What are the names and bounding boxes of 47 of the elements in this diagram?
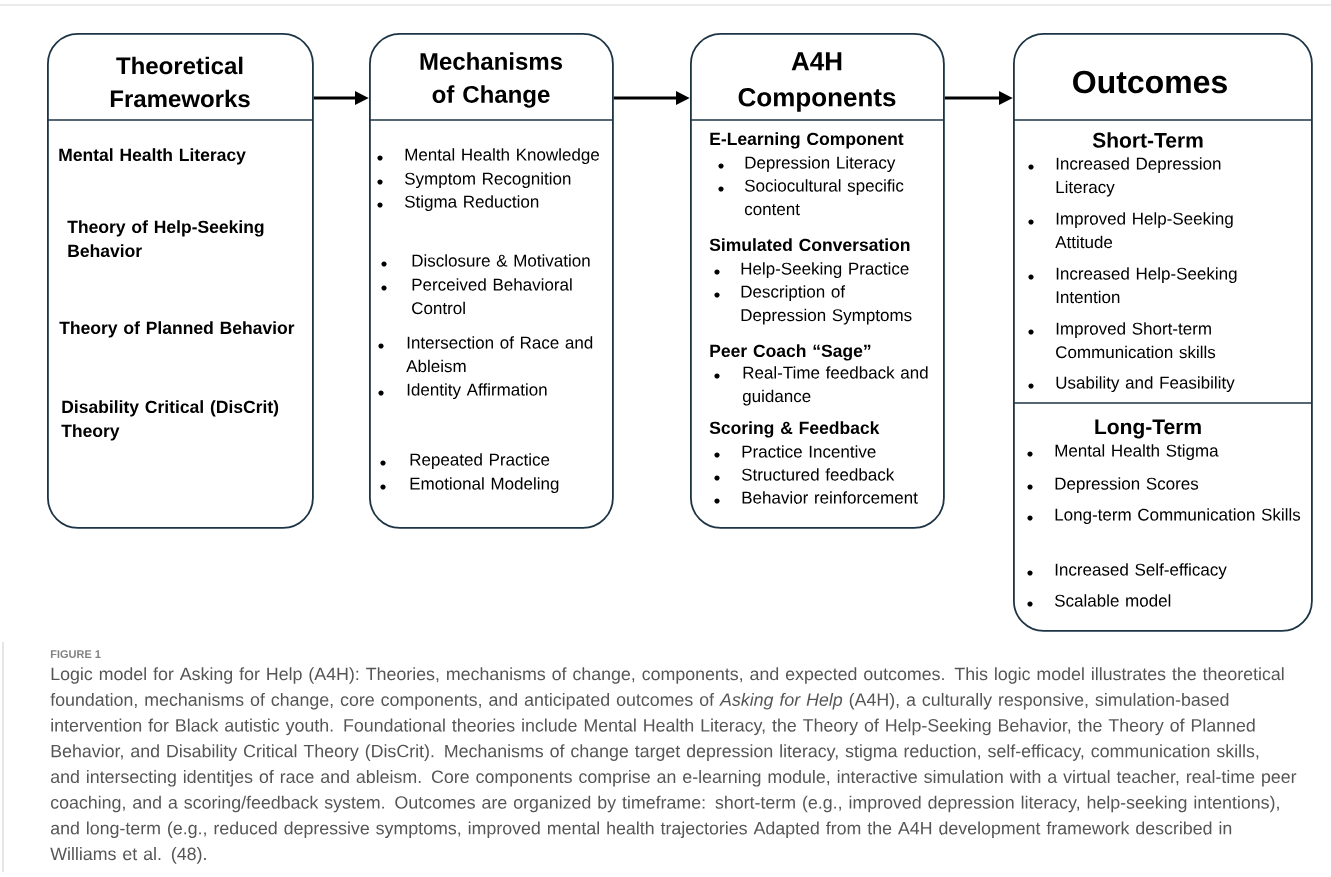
bullet-item: Behavior reinforcement (714, 491, 918, 504)
bullet-item: Structured feedback (714, 468, 895, 481)
section-heading: Short-Term (1092, 132, 1203, 148)
bullet-item: Practice Incentive (714, 445, 876, 458)
bullet-item: Symptom Recognition (377, 172, 571, 189)
section-heading: Peer Coach “Sage” (710, 344, 871, 361)
bullet-item: Depression Scores (1027, 477, 1199, 494)
section-heading: E-Learning Component (710, 132, 904, 149)
column-box (368, 33, 614, 529)
caption: Logic model for Asking for Help (A4H): Theories, mechanisms of change, components, and expected outcomes. This logic model illustrates the theoretical foundation, mechanisms of change, core components, and anticipated outcomes of Asking for Help (A4H), a culturally responsive, simulation-based intervention for Black autistic youth. Foundational theories include Mental Health Literacy, the Theory of Help-Seeking Behavior, the Theory of Planned Behavior, and Disability Critical Theory (DisCrit). Mechanisms of change target depression literacy, stigma reduction, self-efficacy, communication skills, and intersecting identitjes of race and ableism. Core components comprise an e-learning module, interactive simulation with a virtual teacher, real-time peer coaching, and a scoring/feedback system. Outcomes are organized by timeframe: short-term (e.g., improved depression literacy, help-seeking intentions), and long-term (e.g., reduced depressive symptoms, improved mental health trajectories Adapted from the A4H development framework described in Williams et al. (48). (50, 667, 1297, 864)
bullet-item: Improved Short-term Communication skills (1028, 322, 1216, 359)
bullet-item: Stigma Reduction (377, 195, 539, 212)
section-heading: Long-Term (1095, 419, 1201, 439)
bullet-item: Depression Literacy (718, 156, 896, 173)
bullet-item: Real-Time feedback and guidance (714, 366, 928, 406)
column-heading: Outcomes (1073, 70, 1227, 94)
column-box (46, 33, 314, 529)
theory-name: Disability Critical (DisCrit) Theory (61, 400, 279, 441)
bullet-item: Improved Help-Seeking Attitude (1028, 212, 1233, 249)
bullet-item: Identity Affirmation (378, 383, 547, 400)
bullet-item: Repeated Practice (380, 453, 550, 470)
bullet-item: Scalable model (1027, 594, 1171, 607)
bullet-item: Sociocultural specific content (718, 179, 904, 216)
bullet-item: Increased Self-efficacy (1027, 563, 1227, 580)
bullet-item: Perceived Behavioral Control (381, 278, 572, 315)
bullet-item: Disclosure & Motivation (381, 254, 590, 267)
section-heading: Scoring & Feedback (709, 421, 880, 438)
theory-name: Theory of Planned Behavior (59, 321, 295, 338)
column-heading: Theoretical Frameworks (110, 56, 250, 108)
theory-name: Mental Health Literacy (59, 148, 246, 165)
section-heading: Simulated Conversation (709, 238, 910, 252)
bullet-item: Emotional Modeling (380, 477, 559, 494)
bullet-item: Increased Help-Seeking Intention (1028, 267, 1237, 304)
bullet-item: Long-term Communication Skills (1027, 508, 1301, 525)
bullet-item: Help-Seeking Practice (714, 262, 909, 279)
column-heading: A4H Components (738, 52, 896, 112)
bullet-item: Mental Health Knowledge (377, 148, 600, 165)
column-box (689, 33, 945, 529)
theory-name: Theory of Help-Seeking Behavior (67, 220, 264, 258)
bullet-item: Intersection of Race and Ableism (378, 336, 593, 373)
bullet-item: Mental Health Stigma (1027, 444, 1219, 461)
figure-label: FIGURE 1 (50, 650, 101, 658)
column-heading: Mechanisms of Change (420, 52, 563, 108)
bullet-item: Increased Depression Literacy (1028, 157, 1221, 197)
bullet-item: Description of Depression Symptoms (714, 285, 912, 325)
column-box (1012, 33, 1313, 632)
bullet-item: Usability and Feasibility (1028, 376, 1235, 393)
